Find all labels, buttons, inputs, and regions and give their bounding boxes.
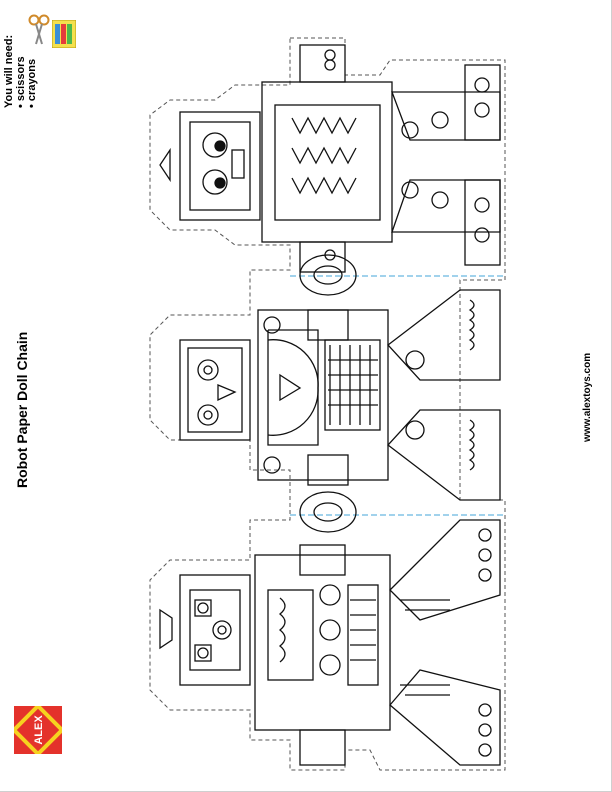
scissors-icon (28, 14, 50, 45)
svg-text:ALEX: ALEX (33, 715, 45, 745)
connector-top (299, 254, 357, 296)
crayons-icon (52, 20, 76, 48)
connector-bottom (299, 491, 357, 533)
robot-bottom (159, 519, 501, 766)
alex-logo: ALEX (14, 706, 62, 754)
robot-top (159, 44, 501, 273)
robot-middle (179, 289, 501, 501)
